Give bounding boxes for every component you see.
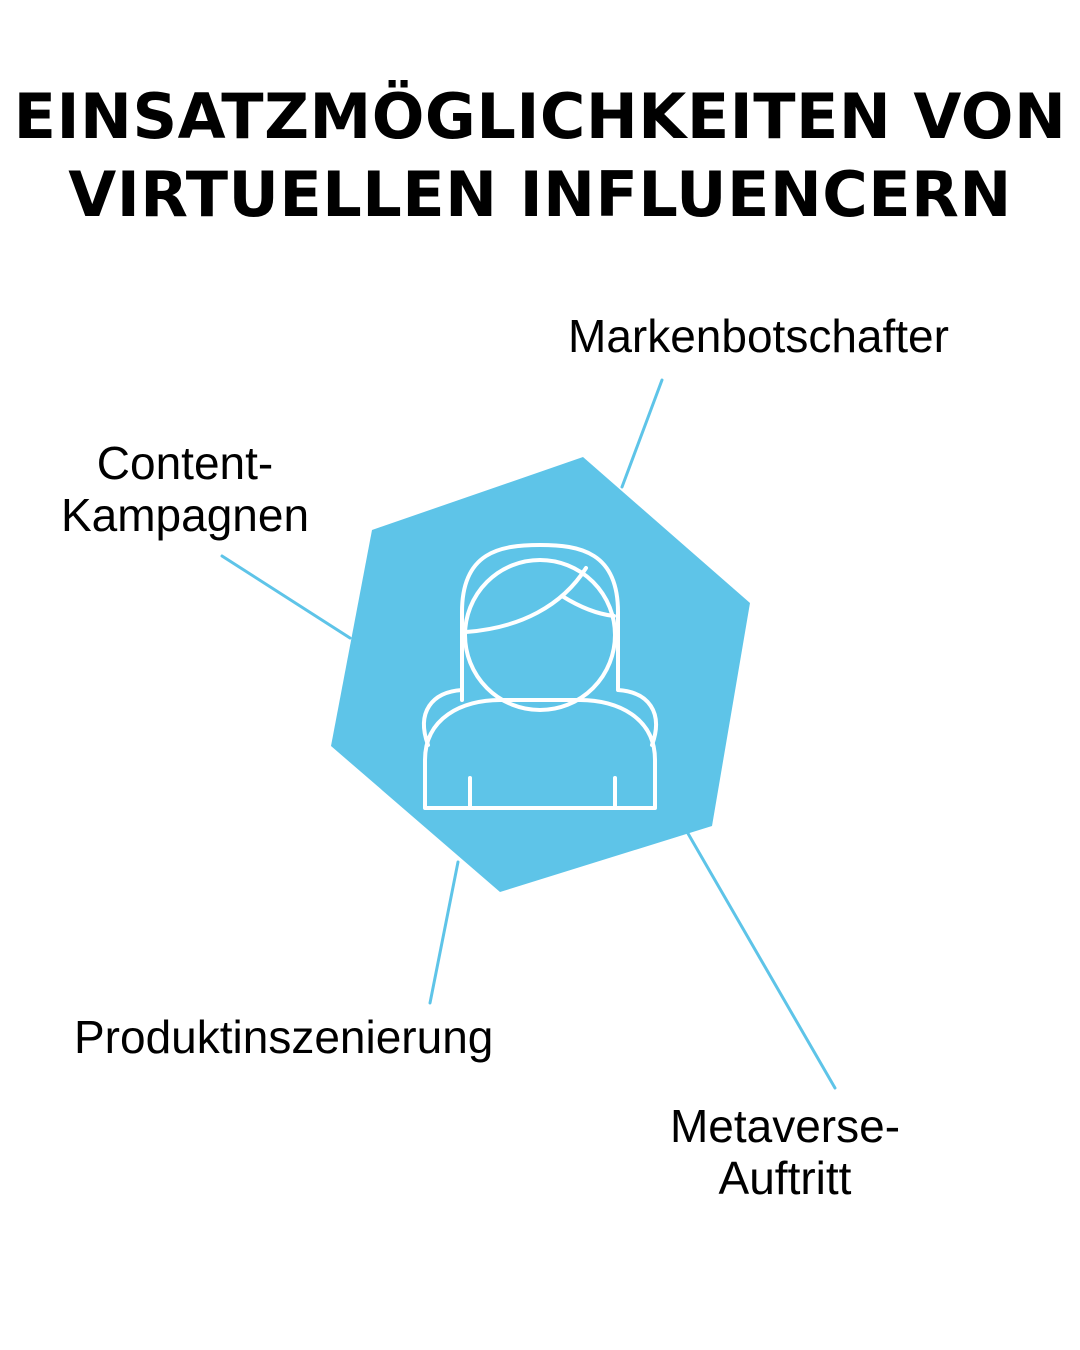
page-title: EINSATZMÖGLICHKEITEN VON VIRTUELLEN INFL…	[0, 78, 1080, 234]
title-line-1: EINSATZMÖGLICHKEITEN VON	[13, 80, 1067, 153]
label-produktinszenierung: Produktinszenierung	[74, 1011, 493, 1063]
label-produktinszenierung-text: Produktinszenierung	[74, 1011, 494, 1063]
label-content-line-1: Content-	[96, 437, 274, 489]
label-markenbotschafter: Markenbotschafter	[568, 310, 949, 362]
label-metaverse-line-1: Metaverse-	[669, 1100, 901, 1152]
person-icon	[422, 543, 658, 810]
center-hexagon	[331, 457, 750, 892]
title-line-2: VIRTUELLEN INFLUENCERN	[68, 158, 1012, 231]
label-content-line-2: Kampagnen	[60, 489, 310, 541]
connector-metaverse-auftritt	[684, 828, 837, 1090]
connector-produktinszenierung	[428, 860, 460, 1005]
connector-content-kampagnen	[220, 554, 352, 640]
connector-markenbotschafter	[620, 378, 664, 489]
label-metaverse-line-2: Auftritt	[718, 1152, 852, 1204]
label-metaverse-auftritt: Metaverse- Auftritt	[640, 1100, 930, 1204]
label-content-kampagnen: Content- Kampagnen	[30, 437, 340, 541]
label-markenbotschafter-text: Markenbotschafter	[568, 310, 949, 362]
